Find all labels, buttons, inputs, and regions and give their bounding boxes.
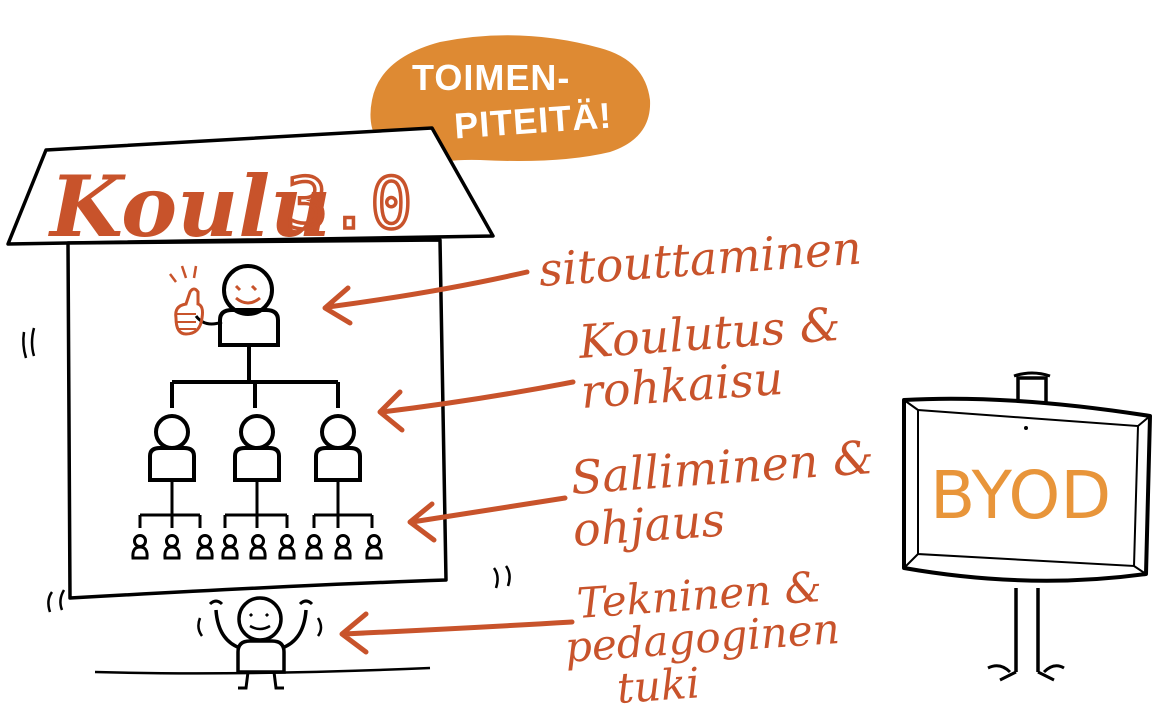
label-tekninen: Tekninen & pedagoginen tuki (563, 562, 841, 713)
speech-bubble-line1: TOIMEN- (412, 57, 570, 98)
label-salliminen: Salliminen & ohjaus (569, 430, 875, 557)
school-building (22, 238, 511, 613)
org-chart (131, 264, 383, 560)
leader-person (169, 264, 280, 347)
arrow-salliminen (407, 495, 568, 543)
label-text: sitouttaminen (537, 221, 863, 297)
byod-signpost: BYOD (902, 371, 1152, 682)
thumbs-up-icon (174, 287, 204, 336)
support-person (94, 596, 431, 690)
label-koulutus: Koulutus & rohkaisu (576, 297, 842, 419)
school-title: Koulu (48, 157, 331, 256)
arrow-sitouttaminen (322, 269, 530, 326)
label-text: tuki (615, 658, 701, 713)
arrow-tekninen (339, 611, 575, 655)
label-text: ohjaus (571, 492, 727, 556)
arrows (322, 269, 576, 655)
byod-text: BYOD (930, 457, 1111, 534)
school-roof: Koulu 3.0 (6, 126, 495, 256)
label-sitouttaminen: sitouttaminen (537, 221, 863, 297)
school-version: 3.0 (286, 163, 412, 245)
arrow-koulutus (377, 379, 576, 433)
